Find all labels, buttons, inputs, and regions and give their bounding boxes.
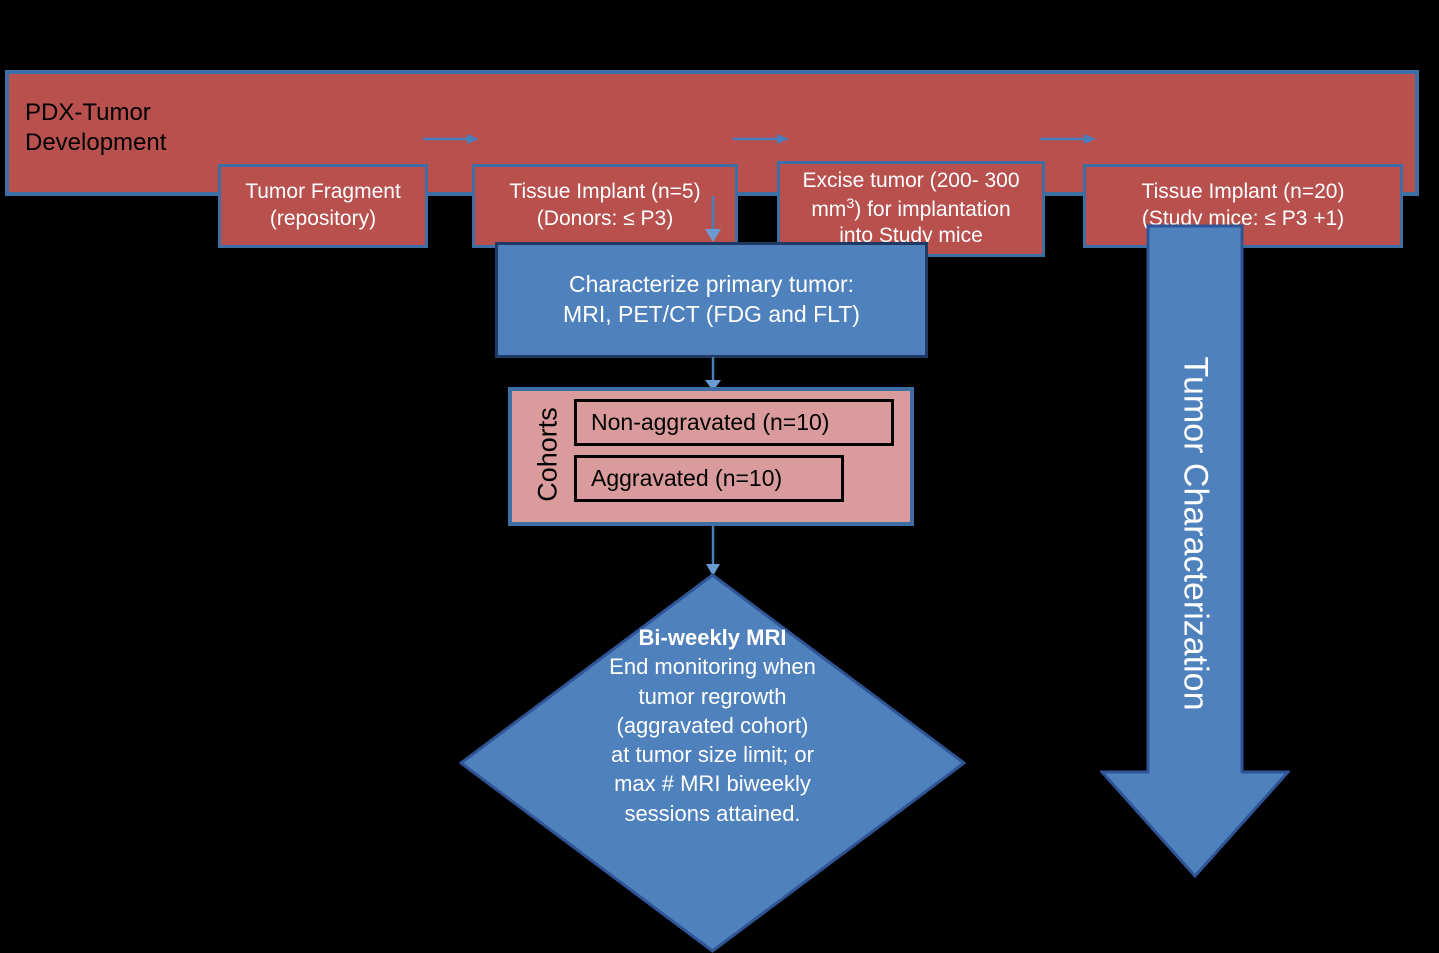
decision-line-1: End monitoring when [609,654,816,680]
pdx-band-label: PDX-Tumor Development [25,99,167,156]
tumor-characterization-label: Tumor Characterization [1176,356,1215,711]
connector-arrow-3 [1040,132,1096,146]
cohort-item-non-aggravated[interactable]: Non-aggravated (n=10) [574,399,894,446]
connector-arrow-characterize-to-cohorts [700,357,726,393]
pdx-tumor-development-band: PDX-Tumor Development Tumor Fragment (re… [5,70,1419,257]
stage-3-line2-pre: mm [811,197,847,221]
cohorts-label: Cohorts [532,407,563,502]
stage-1-line1: Tumor Fragment [245,180,401,204]
characterize-line1: Characterize primary tumor: [568,271,855,298]
stage-1-line2: (repository) [269,207,377,230]
connector-arrow-2 [733,132,789,146]
stage-box-tumor-fragment[interactable]: Tumor Fragment (repository) [218,164,428,248]
decision-diamond[interactable]: Bi-weekly MRI End monitoring when tumor … [459,573,966,953]
cohorts-box: Cohorts Non-aggravated (n=10) Aggravated… [508,387,914,526]
stage-3-line3: into Study mice [839,224,983,248]
decision-text: Bi-weekly MRI End monitoring when tumor … [459,623,966,828]
stage-4-line1: Tissue Implant (n=20) [1141,180,1345,204]
diagram-canvas: PDX-Tumor Development Tumor Fragment (re… [5,70,1419,953]
down-arrow-icon [1100,224,1290,879]
decision-line-5: max # MRI biweekly [614,771,811,797]
stage-2-line2: (Donors: ≤ P3) [536,207,674,230]
decision-line-4: at tumor size limit; or [611,742,814,767]
stage-3-line2-post: ) for implantation [854,197,1011,221]
stage-box-excise-tumor[interactable]: Excise tumor (200- 300 mm3) for implanta… [777,161,1045,257]
stage-4-line2: (Study mice: ≤ P3 +1) [1141,207,1345,230]
tumor-characterization-arrow: Tumor Characterization [1100,224,1290,879]
decision-heading: Bi-weekly MRI [638,625,787,650]
decision-line-2: tumor regrowth [638,683,787,709]
stage-3-superscript: 3 [846,195,855,212]
characterize-line2: MRI, PET/CT (FDG and FLT) [563,301,860,327]
characterize-primary-tumor-box[interactable]: Characterize primary tumor: MRI, PET/CT … [495,242,928,358]
cohort-2-label: Aggravated (n=10) [591,465,783,491]
connector-arrow-1 [423,132,479,146]
decision-line-3: (aggravated cohort) [616,712,809,738]
connector-arrow-cohorts-to-decision [700,526,726,578]
cohort-item-aggravated[interactable]: Aggravated (n=10) [574,455,844,502]
stage-box-tissue-implant-donors[interactable]: Tissue Implant (n=5) (Donors: ≤ P3) [472,164,738,248]
cohort-1-label: Non-aggravated (n=10) [591,409,830,435]
stage-2-line1: Tissue Implant (n=5) [509,180,701,204]
stage-3-line1: Excise tumor (200- 300 [802,168,1020,192]
connector-arrow-band-to-characterize [700,196,726,244]
decision-line-6: sessions attained. [624,800,801,826]
